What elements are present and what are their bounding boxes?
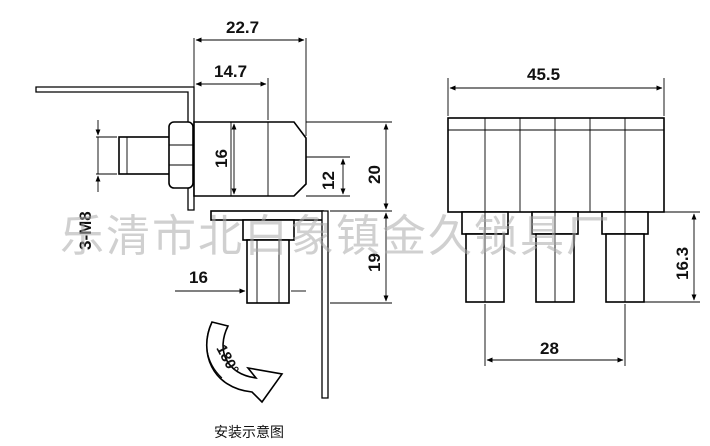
dim-total-width: 45.5 — [527, 65, 560, 84]
dim-body-height: 16 — [212, 149, 231, 168]
rotation-arrow-icon — [205, 321, 284, 404]
dim-pin-span: 28 — [540, 339, 559, 358]
installation-caption: 安装示意图 — [214, 425, 284, 441]
dim-pin-height-right: 16.3 — [673, 247, 692, 280]
switch-body — [193, 121, 307, 197]
dim-body-depth: 14.7 — [214, 62, 247, 81]
dim-face-height: 12 — [319, 171, 338, 190]
dim-total-depth: 22.7 — [226, 18, 259, 37]
panel-plate — [321, 210, 329, 399]
terminal-pin — [246, 239, 290, 304]
dim-thread: 3-M8 — [76, 211, 95, 250]
dim-total-height: 20 — [365, 165, 384, 184]
dim-pin-height: 19 — [365, 253, 384, 272]
front-body — [447, 117, 665, 213]
watermark-text: 乐清市北白象镇金久锁具厂 — [60, 211, 612, 262]
hex-nut — [168, 121, 194, 189]
front-view: 45.5 16.3 28 — [447, 65, 700, 366]
dim-shaft-length: 16 — [189, 268, 208, 287]
mounting-plate — [35, 86, 195, 211]
side-view: 22.7 14.7 16 12 20 19 3-M8 16 — [35, 18, 392, 404]
